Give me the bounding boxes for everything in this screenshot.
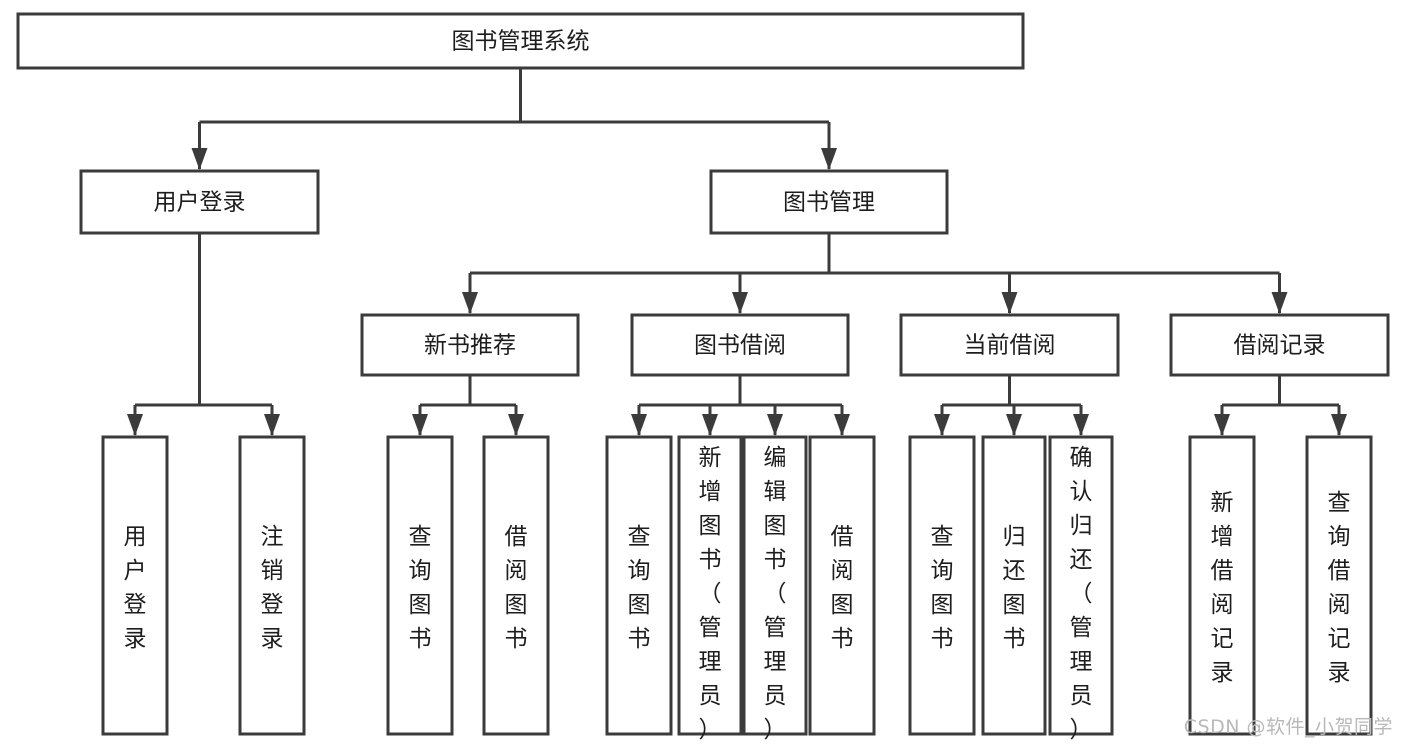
node-box-leaf-add-borrow-record[interactable] — [1188, 435, 1256, 736]
node-label-leaf-borrow-book-recommend: 借阅图书 — [505, 524, 528, 652]
node-box-user-login[interactable] — [79, 169, 320, 235]
node-label-leaf-edit-book-admin: 编辑图书（管理员） — [764, 445, 787, 743]
node-box-leaf-return-book[interactable] — [981, 435, 1047, 736]
node-leaf-borrow-book-recommend[interactable]: 借阅图书 — [482, 435, 550, 736]
arrow-head-icon-leaf-edit-book-admin — [767, 414, 783, 436]
node-label-leaf-query-book-recommend: 查询图书 — [409, 524, 432, 652]
node-box-leaf-logout-login[interactable] — [238, 435, 306, 736]
node-leaf-logout-login[interactable]: 注销登录 — [238, 435, 306, 736]
arrow-head-icon-user-login — [191, 148, 208, 170]
arrow-head-icon-leaf-logout-login — [264, 414, 280, 436]
node-label-leaf-confirm-return-admin: 确认归还（管理员） — [1070, 445, 1093, 743]
arrow-head-icon-leaf-confirm-return-admin — [1073, 414, 1089, 436]
arrow-head-icon-book-management — [821, 148, 837, 170]
arrow-head-icon-leaf-borrow-book — [834, 414, 850, 436]
node-leaf-borrow-book[interactable]: 借阅图书 — [808, 435, 876, 736]
node-leaf-confirm-return-admin[interactable]: 确认归还（管理员） — [1048, 435, 1114, 743]
node-label-book-borrow: 图书借阅 — [694, 333, 786, 359]
node-label-root: 图书管理系统 — [452, 29, 590, 55]
node-borrow-record[interactable]: 借阅记录 — [1169, 313, 1390, 377]
node-box-new-book-recommend[interactable] — [360, 313, 580, 377]
connectors-layer — [127, 68, 1347, 436]
node-box-leaf-confirm-return-admin[interactable] — [1048, 435, 1114, 736]
node-leaf-query-book-recommend[interactable]: 查询图书 — [386, 435, 454, 736]
arrow-head-icon-new-book-recommend — [462, 292, 478, 314]
arrow-head-icon-leaf-add-book-admin — [702, 414, 718, 436]
node-label-leaf-query-book-current: 查询图书 — [931, 524, 954, 652]
node-new-book-recommend[interactable]: 新书推荐 — [360, 313, 580, 377]
node-label-leaf-query-book-borrow: 查询图书 — [628, 524, 651, 652]
node-box-leaf-edit-book-admin[interactable] — [742, 435, 808, 736]
node-leaf-query-book-borrow[interactable]: 查询图书 — [605, 435, 673, 736]
node-label-user-login: 用户登录 — [154, 190, 246, 216]
node-book-borrow[interactable]: 图书借阅 — [630, 313, 850, 377]
node-label-new-book-recommend: 新书推荐 — [424, 333, 516, 359]
node-leaf-user-login[interactable]: 用户登录 — [101, 435, 169, 736]
arrow-head-icon-leaf-return-book — [1006, 414, 1022, 436]
node-label-leaf-add-book-admin: 新增图书（管理员） — [699, 445, 722, 743]
nodes-layer: 图书管理系统用户登录图书管理新书推荐图书借阅当前借阅借阅记录用户登录注销登录查询… — [16, 12, 1390, 743]
node-box-leaf-user-login[interactable] — [101, 435, 169, 736]
arrow-head-icon-leaf-borrow-book-recommend — [508, 414, 524, 436]
node-box-book-borrow[interactable] — [630, 313, 850, 377]
node-book-management[interactable]: 图书管理 — [709, 169, 949, 235]
node-label-leaf-add-borrow-record: 新增借阅记录 — [1211, 490, 1234, 686]
node-root[interactable]: 图书管理系统 — [16, 12, 1025, 70]
arrow-head-icon-leaf-query-borrow-record — [1331, 414, 1347, 436]
arrow-head-icon-leaf-user-login — [127, 414, 143, 436]
node-leaf-edit-book-admin[interactable]: 编辑图书（管理员） — [742, 435, 808, 743]
node-leaf-return-book[interactable]: 归还图书 — [981, 435, 1047, 736]
node-box-leaf-borrow-book-recommend[interactable] — [482, 435, 550, 736]
arrow-head-icon-leaf-query-book-borrow — [631, 414, 647, 436]
node-leaf-query-book-current[interactable]: 查询图书 — [908, 435, 976, 736]
node-box-borrow-record[interactable] — [1169, 313, 1390, 377]
arrow-head-icon-current-borrow — [1001, 292, 1018, 314]
node-leaf-query-borrow-record[interactable]: 查询借阅记录 — [1305, 435, 1373, 736]
node-leaf-add-borrow-record[interactable]: 新增借阅记录 — [1188, 435, 1256, 736]
node-box-leaf-query-book-current[interactable] — [908, 435, 976, 736]
node-box-leaf-query-book-borrow[interactable] — [605, 435, 673, 736]
node-box-leaf-borrow-book[interactable] — [808, 435, 876, 736]
node-label-leaf-logout-login: 注销登录 — [261, 524, 284, 652]
node-current-borrow[interactable]: 当前借阅 — [899, 313, 1120, 377]
node-label-leaf-return-book: 归还图书 — [1003, 524, 1026, 652]
node-label-book-management: 图书管理 — [783, 190, 875, 216]
arrow-head-icon-borrow-record — [1271, 292, 1288, 314]
node-label-leaf-user-login: 用户登录 — [124, 524, 147, 652]
node-box-leaf-query-borrow-record[interactable] — [1305, 435, 1373, 736]
node-label-leaf-query-borrow-record: 查询借阅记录 — [1328, 490, 1351, 686]
arrow-head-icon-leaf-query-book-recommend — [412, 414, 428, 436]
node-label-current-borrow: 当前借阅 — [964, 333, 1056, 359]
node-leaf-add-book-admin[interactable]: 新增图书（管理员） — [677, 435, 743, 743]
node-box-current-borrow[interactable] — [899, 313, 1120, 377]
node-label-leaf-borrow-book: 借阅图书 — [831, 524, 854, 652]
arrow-head-icon-leaf-query-book-current — [934, 414, 950, 436]
node-user-login[interactable]: 用户登录 — [79, 169, 320, 235]
node-box-root[interactable] — [16, 12, 1025, 70]
node-box-leaf-query-book-recommend[interactable] — [386, 435, 454, 736]
arrow-head-icon-book-borrow — [732, 292, 748, 314]
node-box-book-management[interactable] — [709, 169, 949, 235]
node-box-leaf-add-book-admin[interactable] — [677, 435, 743, 736]
arrow-head-icon-leaf-add-borrow-record — [1214, 414, 1230, 436]
node-label-borrow-record: 借阅记录 — [1234, 333, 1326, 359]
